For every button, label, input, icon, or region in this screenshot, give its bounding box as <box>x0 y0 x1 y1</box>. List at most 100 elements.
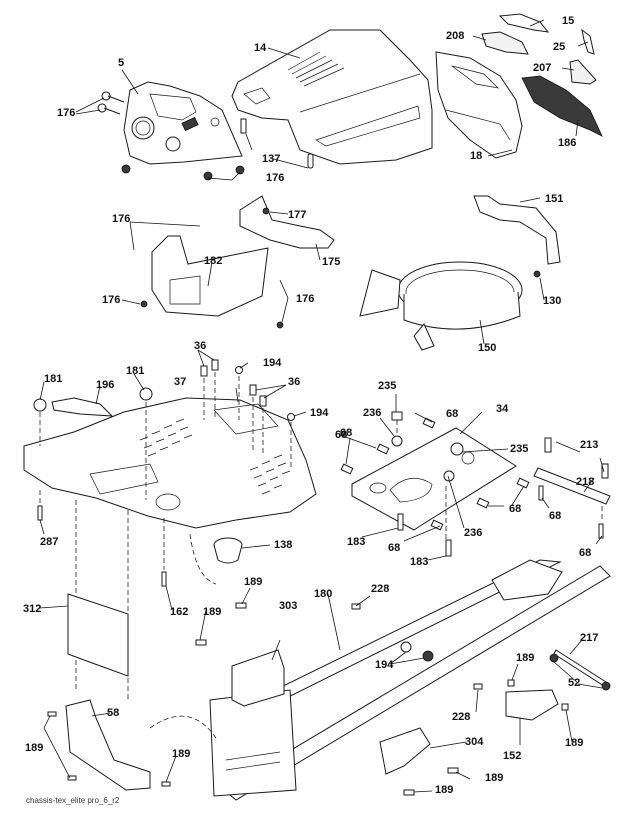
nut-part <box>400 641 412 653</box>
callout-58: 58 <box>107 707 120 719</box>
dash-panel-part <box>123 81 243 165</box>
callout-287: 287 <box>40 536 59 548</box>
callout-36: 36 <box>194 340 207 352</box>
callout-189: 189 <box>172 748 191 760</box>
lower-dash-part <box>140 235 284 329</box>
callout-303: 303 <box>279 600 298 612</box>
callout-5: 5 <box>118 57 125 69</box>
bolt-part <box>598 523 604 539</box>
callout-189: 189 <box>203 606 222 618</box>
dash-cover-part <box>23 397 317 529</box>
callout-236: 236 <box>363 407 382 419</box>
callout-68: 68 <box>446 408 459 420</box>
lens-part <box>498 13 550 33</box>
bolt-part <box>507 679 515 687</box>
callout-189: 189 <box>244 576 263 588</box>
shroud-part <box>359 261 523 351</box>
callout-228: 228 <box>452 711 471 723</box>
callout-68: 68 <box>340 427 353 439</box>
callout-228: 228 <box>371 583 390 595</box>
bolt-part <box>544 437 552 453</box>
bolt-part <box>259 395 267 407</box>
boot-part <box>213 537 243 564</box>
bolt-part <box>195 639 207 646</box>
nut-part <box>287 413 295 421</box>
pin-part <box>473 683 483 690</box>
bolt-part <box>561 703 569 711</box>
bracket-part <box>379 727 431 775</box>
bolt-part <box>445 539 452 557</box>
screw-part <box>161 571 167 587</box>
callout-183: 183 <box>347 536 366 548</box>
grommet-part <box>139 387 153 401</box>
bolt-group <box>340 417 530 531</box>
callout-176: 176 <box>102 294 121 306</box>
callout-14: 14 <box>254 42 267 54</box>
pin-part <box>240 118 247 134</box>
screw-part <box>67 775 77 781</box>
callout-176: 176 <box>296 293 315 305</box>
nut-part <box>422 650 434 662</box>
callout-68b: 68 <box>335 429 348 441</box>
screw-part <box>97 91 245 181</box>
callout-37: 37 <box>174 376 187 388</box>
callout-15: 15 <box>562 15 575 27</box>
bolt-part <box>447 767 459 774</box>
callout-213: 213 <box>580 439 599 451</box>
callout-236: 236 <box>464 527 483 539</box>
label-plate-part <box>51 397 114 417</box>
bolt-part <box>397 513 404 531</box>
callout-189: 189 <box>516 652 535 664</box>
callout-52: 52 <box>568 677 581 689</box>
nut-part <box>235 366 243 374</box>
spacer-part <box>391 411 403 421</box>
callout-177: 177 <box>288 209 307 221</box>
callout-176: 176 <box>266 172 285 184</box>
diagram-caption: chassis-tex_elite pro_6_r2 <box>26 796 120 805</box>
callout-130: 130 <box>543 295 562 307</box>
callout-180: 180 <box>314 588 333 600</box>
bolt-part <box>235 602 247 609</box>
callout-207: 207 <box>533 62 552 74</box>
support-bracket-part <box>473 195 561 265</box>
callout-218: 218 <box>576 476 595 488</box>
light-housing-part <box>569 59 597 85</box>
callout-189: 189 <box>25 742 44 754</box>
pin-part <box>307 153 314 169</box>
callout-217: 217 <box>580 632 599 644</box>
nut-part <box>391 435 403 447</box>
screw-part <box>37 505 43 521</box>
callout-68: 68 <box>509 503 522 515</box>
frame-part <box>209 559 611 801</box>
screw-part <box>161 781 171 787</box>
callout-182: 182 <box>204 255 223 267</box>
callout-176: 176 <box>112 213 131 225</box>
callout-181: 181 <box>44 373 63 385</box>
callout-181: 181 <box>126 365 145 377</box>
nut-part <box>549 653 559 663</box>
callout-235: 235 <box>378 380 397 392</box>
callout-186: 186 <box>558 137 577 149</box>
callout-176: 176 <box>57 107 76 119</box>
callout-68: 68 <box>579 547 592 559</box>
callout-68: 68 <box>549 510 562 522</box>
bolt-part <box>249 384 257 396</box>
bracket-part <box>231 649 285 707</box>
callout-25: 25 <box>553 41 566 53</box>
callout-194: 194 <box>263 357 282 369</box>
bolt-part <box>403 789 415 796</box>
mounting-plate-part <box>351 427 517 531</box>
headlight-part <box>481 31 529 55</box>
callout-304: 304 <box>465 736 484 748</box>
nut-part <box>601 681 611 691</box>
grille-part <box>521 75 603 137</box>
callout-151: 151 <box>545 193 564 205</box>
bolt-part <box>533 270 541 278</box>
bar-part <box>533 467 611 505</box>
callout-189: 189 <box>565 737 584 749</box>
bolt-part <box>211 359 219 371</box>
leader-lines <box>39 19 605 793</box>
callout-175: 175 <box>322 256 341 268</box>
callout-183: 183 <box>410 556 429 568</box>
